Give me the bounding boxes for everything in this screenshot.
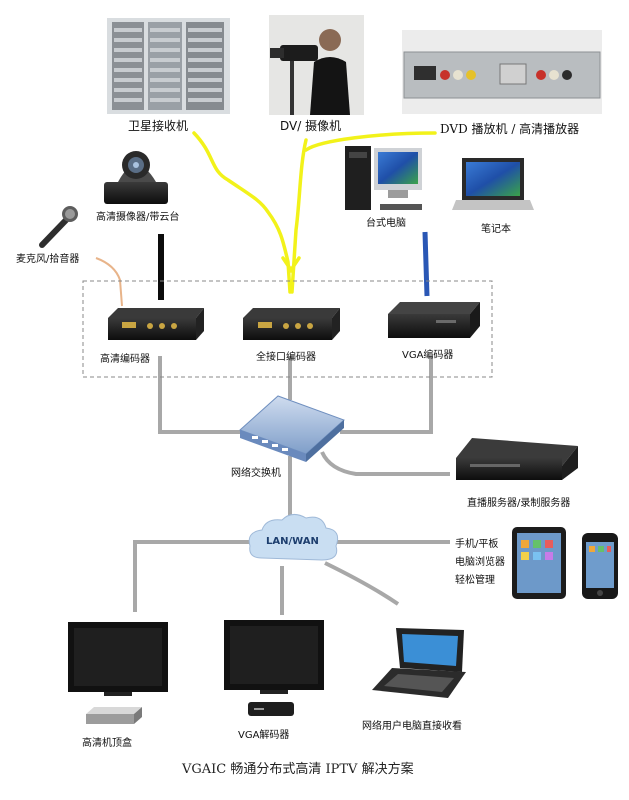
lan-wan-cloud-icon (248, 514, 339, 561)
switch-to-server-link (320, 451, 450, 476)
desktop-pc-icon (345, 146, 422, 210)
tablet-icon (512, 527, 566, 599)
hd-ptz-camera-icon (104, 151, 168, 204)
desktop-label: 台式电脑 (366, 218, 406, 229)
microphone-label: 麦克风/拾音器 (16, 254, 80, 265)
cloud-label: LAN/WAN (266, 536, 319, 547)
laptop-icon (452, 158, 534, 210)
set-top-box-icon (86, 707, 142, 724)
hd-encoder-label: 高清编码器 (100, 354, 150, 365)
cloud-right-link (324, 561, 400, 606)
diagram-caption: VGAIC 畅通分布式高清 IPTV 解决方案 (182, 762, 414, 777)
network-switch-icon (239, 395, 345, 462)
switch-label: 网络交换机 (231, 468, 281, 479)
broadcast-server-icon (456, 438, 578, 480)
netbook-label: 网络用户电脑直接收看 (362, 721, 462, 732)
video-feed-lines (192, 131, 437, 294)
feed-arrowhead (281, 256, 301, 274)
microphone-icon (39, 206, 78, 248)
set-top-box-label: 高清机顶盒 (82, 738, 132, 749)
vga-decoder-label: VGA解码器 (238, 730, 290, 741)
hd-tv-left-icon (68, 622, 168, 696)
camera-feed-line (290, 138, 308, 294)
mobile-line-3: 轻松管理 (455, 575, 495, 586)
network-links (133, 356, 450, 615)
vga-cable (422, 231, 430, 297)
satellite-receiver-image (107, 18, 230, 114)
encoder-group-box (82, 280, 493, 378)
dv-camera-image (269, 15, 364, 115)
smartphone-icon (582, 533, 618, 599)
dvd-feed-line (304, 131, 437, 152)
dvd-player-label: DVD 播放机 / 高清播放器 (440, 122, 580, 136)
server-label: 直播服务器/录制服务器 (467, 498, 571, 509)
satellite-label: 卫星接收机 (128, 119, 189, 133)
cloud-left-link (133, 540, 262, 612)
microphone-cable (95, 257, 123, 307)
vga-encoder-label: VGA编码器 (402, 350, 454, 361)
netbook-icon (372, 628, 466, 698)
laptop-label: 笔记本 (481, 224, 511, 235)
hd-tv-middle-icon (224, 620, 324, 694)
mobile-line-1: 手机/平板 (455, 539, 499, 550)
hd-encoder-to-switch-link (158, 356, 244, 434)
mobile-line-2: 电脑浏览器 (455, 557, 505, 568)
dv-camera-label: DV/ 摄像机 (280, 119, 342, 133)
vga-decoder-icon (248, 702, 294, 716)
vga-encoder-to-switch-link (340, 356, 433, 434)
hd-encoder-icon (108, 308, 204, 340)
satellite-feed-line (192, 131, 292, 294)
hd-camera-label: 高清摄像器/带云台 (96, 212, 180, 223)
full-interface-encoder-icon (243, 308, 340, 340)
full-encoder-label: 全接口编码器 (256, 352, 316, 363)
dvd-player-image (402, 30, 602, 114)
vga-encoder-icon (388, 302, 480, 338)
